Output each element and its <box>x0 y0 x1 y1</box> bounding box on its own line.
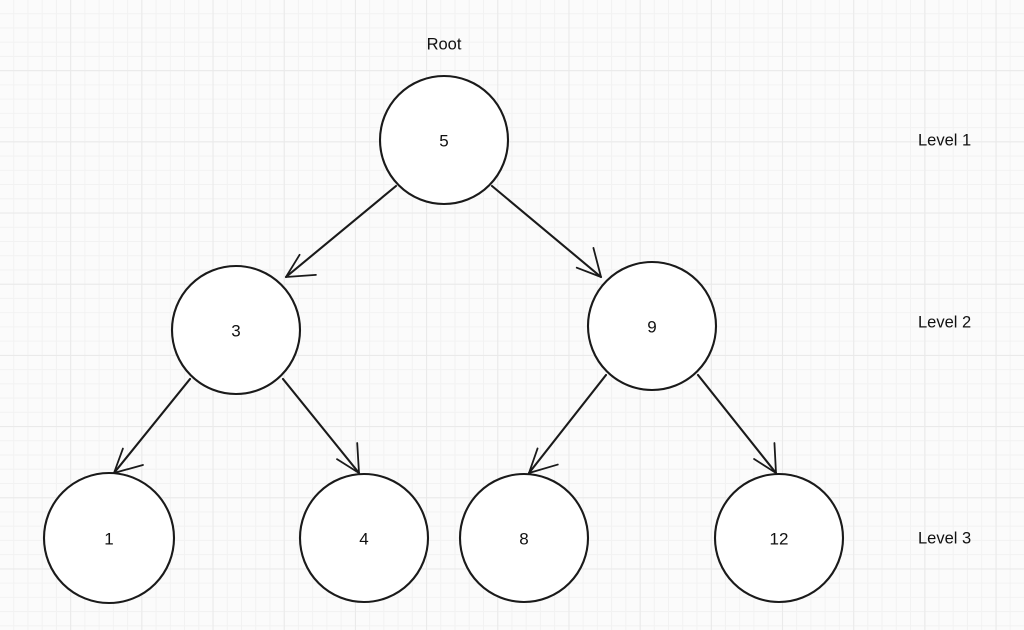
tree-node[interactable]: 3 <box>170 264 302 396</box>
node-value-label: 12 <box>770 529 789 548</box>
arrowhead-barb <box>528 463 559 474</box>
tree-edge <box>490 184 603 279</box>
node-circle[interactable] <box>586 260 718 392</box>
arrowhead-barb <box>773 442 777 474</box>
nodes-group: 5 3 9 1 4 8 12 <box>42 74 845 605</box>
edge-line <box>527 373 608 475</box>
tree-node[interactable]: 8 <box>458 472 590 604</box>
arrowhead-barb <box>575 266 602 278</box>
node-value-label: 5 <box>439 131 448 150</box>
arrowhead-barb <box>592 247 602 278</box>
arrowhead-barb <box>113 464 144 474</box>
tree-node[interactable]: 9 <box>586 260 718 392</box>
node-value-label: 4 <box>359 529 368 548</box>
tree-node[interactable]: 1 <box>42 471 176 605</box>
node-circle[interactable] <box>458 472 590 604</box>
edge-line <box>284 184 398 279</box>
edge-line <box>696 373 778 475</box>
edge-line <box>112 377 192 475</box>
edge-line <box>490 184 603 279</box>
arrowhead-barb <box>285 253 301 278</box>
tree-node[interactable]: 5 <box>378 74 510 206</box>
tree-edge <box>284 184 398 279</box>
tree-edge <box>527 373 608 475</box>
arrowhead-barb <box>113 447 124 474</box>
tree-node[interactable]: 12 <box>713 472 845 604</box>
node-value-label: 1 <box>104 529 113 548</box>
node-circle[interactable] <box>713 472 845 604</box>
node-circle[interactable] <box>378 74 510 206</box>
arrowhead-barb <box>285 273 317 278</box>
node-value-label: 3 <box>231 321 240 340</box>
tree-node[interactable]: 4 <box>298 472 430 604</box>
tree-edge <box>696 373 778 475</box>
tree-edge <box>281 377 361 475</box>
node-circle[interactable] <box>170 264 302 396</box>
node-circle[interactable] <box>42 471 176 605</box>
arrowhead-barb <box>356 442 360 474</box>
level-1-label: Level 1 <box>918 131 971 149</box>
level-3-label: Level 3 <box>918 529 971 547</box>
arrowhead-barb <box>336 458 360 474</box>
arrowhead-barb <box>528 447 539 474</box>
edge-line <box>281 377 361 475</box>
root-label: Root <box>427 35 462 53</box>
node-value-label: 9 <box>647 317 656 336</box>
tree-edge <box>112 377 192 475</box>
edges-group <box>112 184 778 475</box>
node-circle[interactable] <box>298 472 430 604</box>
arrowhead-barb <box>753 458 777 474</box>
level-2-label: Level 2 <box>918 313 971 331</box>
node-value-label: 8 <box>519 529 528 548</box>
